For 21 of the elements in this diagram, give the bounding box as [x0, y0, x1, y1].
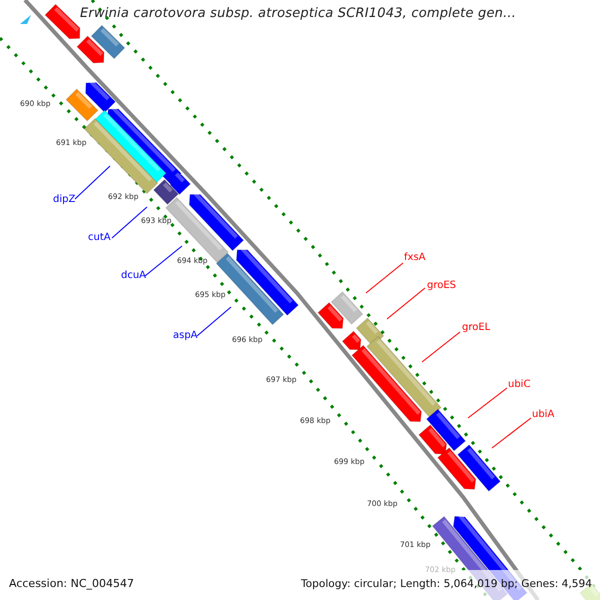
gene-label: cutA — [88, 232, 111, 244]
leader-line — [366, 262, 404, 294]
leader-line — [112, 206, 148, 238]
leader-line — [74, 166, 110, 200]
gene-label: fxsA — [404, 252, 426, 264]
genome-info-text: Topology: circular; Length: 5,064,019 bp; Genes: 4,594 — [301, 578, 592, 590]
gene-label: aspA — [173, 330, 198, 342]
gene-label: ubiA — [532, 409, 554, 420]
accession-text: Accession: NC_004547 — [9, 578, 134, 591]
leader-line — [386, 288, 426, 320]
gene-label: ubiC — [508, 379, 530, 390]
leader-line — [492, 418, 532, 448]
gene-label: groES — [427, 280, 456, 292]
leader-line — [468, 388, 508, 418]
gene-label: dcuA — [121, 270, 146, 282]
gene-label: groEL — [462, 322, 490, 334]
gene-label: dipZ — [53, 194, 76, 206]
map-title: Erwinia carotovora subsp. atroseptica SCRI1043, complete gen... — [80, 7, 516, 22]
leader-line — [196, 306, 232, 336]
leader-line — [144, 246, 182, 276]
leader-line — [422, 332, 460, 362]
